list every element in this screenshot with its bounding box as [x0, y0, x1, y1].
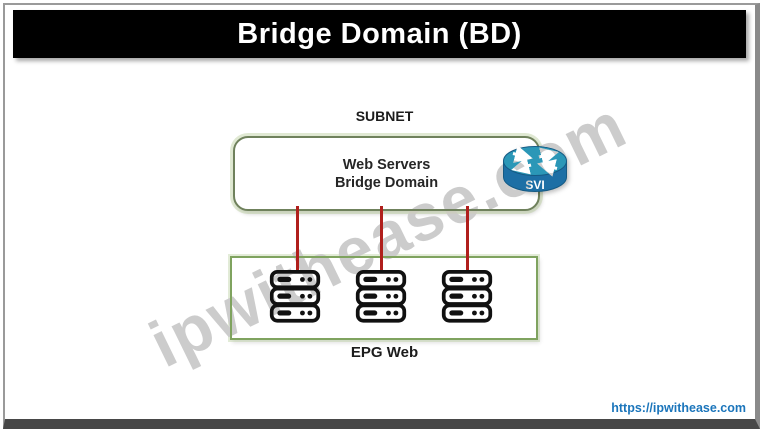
svi-label: SVI [525, 178, 544, 192]
connector-line [296, 206, 299, 272]
connector-line [466, 206, 469, 272]
server-stack-icon [355, 270, 407, 323]
bridge-domain-box: Web Servers Bridge Domain [233, 136, 540, 211]
site-link[interactable]: https://ipwithease.com [611, 401, 746, 415]
title-banner: Bridge Domain (BD) [13, 10, 746, 58]
bd-box-line2: Bridge Domain [334, 174, 439, 191]
server-stack-icon [269, 270, 321, 323]
subnet-label: SUBNET [355, 108, 414, 124]
server-stack-icon [441, 270, 493, 323]
epg-web-label: EPG Web [350, 344, 419, 361]
page-title: Bridge Domain (BD) [237, 17, 522, 50]
bd-box-line1: Web Servers [342, 156, 431, 173]
connector-line [380, 206, 383, 272]
svi-router-icon: SVI [503, 145, 567, 192]
